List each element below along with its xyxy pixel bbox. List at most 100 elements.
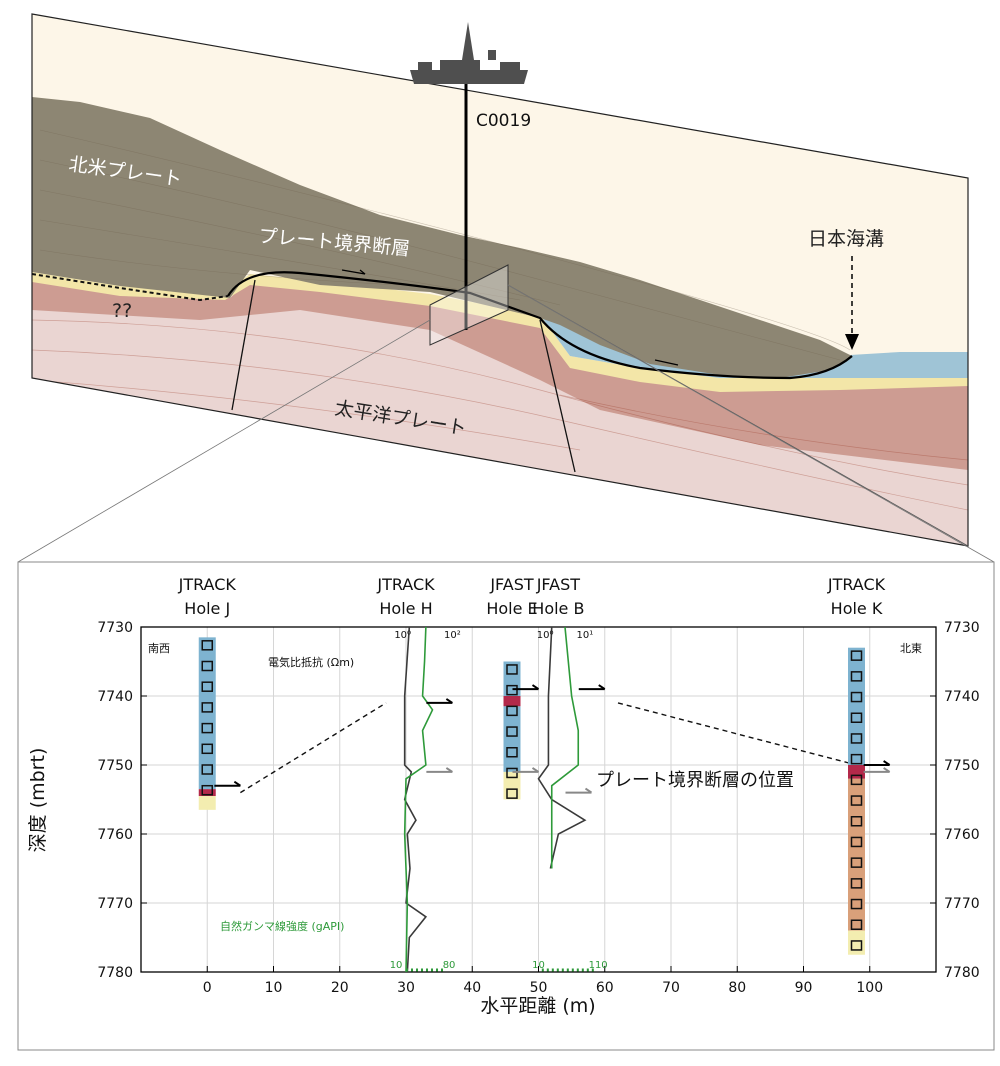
core-sample-marker	[201, 702, 213, 713]
log-curve	[537, 627, 587, 869]
core-sample-marker	[850, 836, 863, 848]
scale-b-res-max: 10¹	[577, 630, 594, 641]
logs	[240, 627, 857, 972]
core-sample-marker	[850, 650, 863, 661]
log-curve	[403, 627, 434, 972]
y-tick-label-right: 7760	[944, 827, 980, 843]
fault-arrow-head	[233, 780, 241, 787]
direction-southwest: 南西	[148, 642, 170, 655]
fault-arrow-head	[598, 684, 606, 690]
core-sample-marker	[201, 764, 213, 775]
drill-ship-icon	[410, 22, 528, 84]
core-sample-marker	[850, 878, 863, 889]
y-tick-label-left: 7770	[97, 896, 133, 912]
slip-arrow-2	[654, 359, 679, 366]
y-tick-label-left: 7760	[97, 827, 133, 843]
seismic-texture	[39, 129, 851, 361]
fault-correlation-line	[240, 702, 387, 794]
y-tick-label-left: 7740	[97, 689, 133, 705]
normal-fault-1	[231, 279, 256, 411]
x-tick-label: 100	[856, 980, 883, 996]
core-sample-marker	[506, 664, 518, 675]
core-sample-marker	[850, 857, 863, 868]
core-segment	[503, 661, 521, 696]
scale-b-res-min: 10⁰	[537, 630, 554, 641]
hole-header-program: JFAST	[489, 575, 534, 594]
x-tick-label: 50	[530, 980, 548, 996]
y-tick-label-right: 7730	[944, 620, 980, 636]
hole-header-name: Hole J	[184, 599, 230, 618]
core-columns	[198, 637, 865, 955]
hole-header-program: JTRACK	[827, 575, 886, 594]
fault-dashed-extension	[31, 273, 229, 302]
scale-h-res-max: 10²	[444, 630, 461, 641]
yellow-sediment-layer	[32, 272, 968, 392]
pacific-texture	[32, 319, 968, 511]
y-ticks: 7730 7730 7740 7740 7750 7750 7760 7760 7770 7770…	[97, 620, 979, 981]
core-sample-marker	[850, 753, 863, 765]
resistivity-label: 電気比抵抗 (Ωm)	[268, 655, 354, 669]
core-sample-marker	[506, 726, 518, 737]
chart-panel	[17, 561, 995, 1051]
core-segment	[198, 789, 216, 797]
zoom-connector-right	[507, 284, 995, 563]
scale-b-gr-max: 110	[589, 960, 608, 971]
core-sample-marker	[506, 705, 518, 717]
y-tick-label-right: 7750	[944, 758, 980, 774]
direction-northeast: 北東	[900, 642, 922, 655]
label-unknown: ??	[112, 300, 132, 322]
core-sample-marker	[201, 743, 213, 755]
y-tick-label-left: 7750	[97, 758, 133, 774]
x-tick-label: 0	[203, 980, 212, 996]
core-sample-marker	[850, 795, 863, 806]
core-sample-marker	[850, 940, 863, 951]
core-segment	[848, 930, 865, 955]
seismic-cross-section: C0019 北米プレート プレート境界断層 ?? 太平洋プレート 日本海溝	[31, 13, 969, 547]
trench-arrow-head	[845, 334, 859, 350]
plate-boundary-fault-line	[227, 271, 853, 380]
hole-label-c0019: C0019	[476, 111, 531, 131]
fault-arrows	[214, 684, 891, 794]
y-tick-label-right: 7770	[944, 896, 980, 912]
core-sample-marker	[201, 722, 213, 734]
y-tick-label-right: 7780	[944, 965, 980, 981]
hole-header-program: JTRACK	[178, 575, 237, 594]
x-tick-label: 70	[662, 980, 680, 996]
core-sample-marker	[850, 712, 863, 723]
scale-h-gr-max: 80	[443, 960, 456, 971]
x-tick-label: 80	[728, 980, 746, 996]
hole-header-name: Hole K	[831, 599, 883, 618]
core-segment	[848, 765, 865, 779]
core-sample-marker	[850, 691, 863, 703]
y-tick-label-right: 7740	[944, 689, 980, 705]
core-sample-marker	[850, 898, 863, 910]
fault-arrow-head	[531, 767, 540, 773]
core-segment	[848, 647, 865, 765]
gamma-label: 自然ガンマ線強度 (gAPI)	[220, 919, 344, 933]
x-tick-label: 30	[397, 980, 415, 996]
normal-fault-2	[539, 319, 576, 473]
core-sample-marker	[506, 788, 518, 799]
x-tick-label: 10	[265, 980, 283, 996]
log-curve	[403, 627, 428, 972]
x-axis-label: 水平距離 (m)	[480, 995, 595, 1017]
hole-header-program: JTRACK	[376, 575, 435, 594]
y-tick-label-left: 7730	[97, 620, 133, 636]
scale-b-gr-min: 10	[532, 960, 545, 971]
label-japan-trench: 日本海溝	[808, 228, 884, 250]
y-tick-label-left: 7780	[97, 965, 133, 981]
core-sample-marker	[201, 784, 213, 796]
core-sample-marker	[850, 919, 863, 930]
x-tick-label: 20	[331, 980, 349, 996]
slip-arrow-1	[341, 269, 366, 275]
core-sample-marker	[850, 671, 863, 682]
core-sample-marker	[506, 747, 518, 758]
scale-h-gr-min: 10	[390, 960, 403, 971]
core-sample-marker	[506, 767, 518, 779]
zoom-connector-left	[17, 319, 431, 563]
x-tick-label: 60	[596, 980, 614, 996]
north-american-plate	[32, 97, 852, 378]
